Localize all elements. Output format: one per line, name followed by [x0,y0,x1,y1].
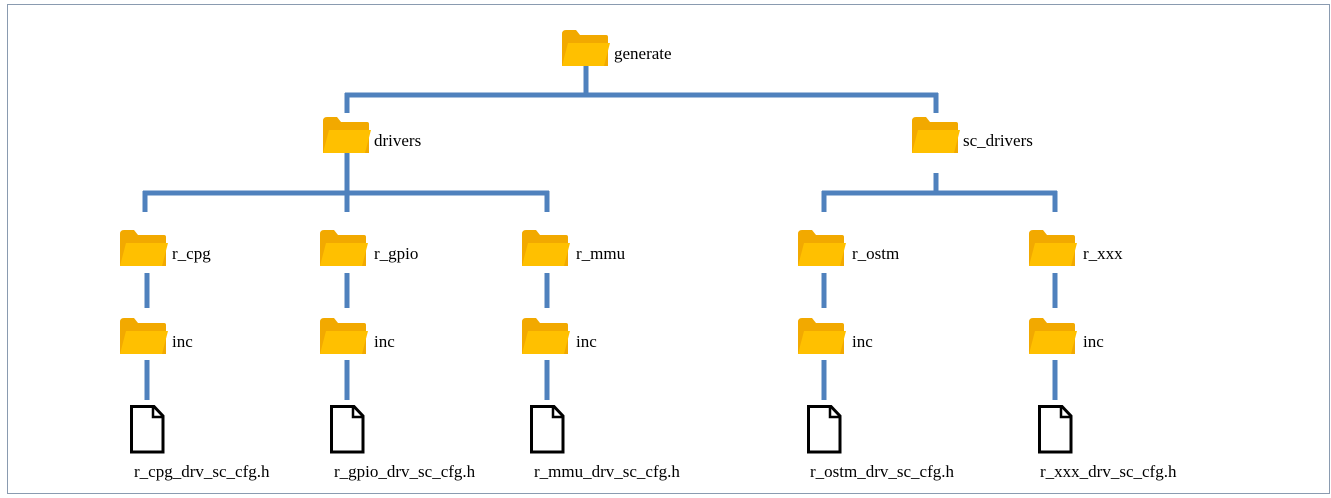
r-xxx-label: r_xxx [1083,244,1123,263]
r-cpg-label: r_cpg [172,244,211,263]
diagram-frame [7,4,1330,494]
sc-drivers-label: sc_drivers [963,131,1033,150]
mmu-inc-label: inc [576,332,597,351]
mmu-file-icon [530,405,565,454]
xxx-file-icon [1038,405,1073,454]
cpg-inc-folder-icon [120,318,168,354]
generate-label: generate [614,44,672,63]
r-ostm-folder-icon [798,230,846,266]
xxx-inc-label: inc [1083,332,1104,351]
r-cpg-folder-icon [120,230,168,266]
mmu-inc-folder-icon [522,318,570,354]
drivers-folder-icon [323,117,371,153]
gpio-file-label: r_gpio_drv_sc_cfg.h [334,462,476,481]
generate-folder-icon [562,30,610,66]
ostm-file-icon [807,405,842,454]
r-mmu-label: r_mmu [576,244,626,263]
connector-lines [142,65,1058,400]
ostm-file-label: r_ostm_drv_sc_cfg.h [810,462,955,481]
r-xxx-folder-icon [1029,230,1077,266]
gpio-inc-label: inc [374,332,395,351]
r-gpio-folder-icon [320,230,368,266]
drivers-label: drivers [374,131,422,150]
cpg-inc-label: inc [172,332,193,351]
gpio-inc-folder-icon [320,318,368,354]
mmu-file-label: r_mmu_drv_sc_cfg.h [534,462,680,481]
ostm-inc-label: inc [852,332,873,351]
r-gpio-label: r_gpio [374,244,419,263]
r-ostm-label: r_ostm [852,244,900,263]
gpio-file-icon [330,405,365,454]
xxx-inc-folder-icon [1029,318,1077,354]
cpg-file-label: r_cpg_drv_sc_cfg.h [134,462,270,481]
ostm-inc-folder-icon [798,318,846,354]
r-mmu-folder-icon [522,230,570,266]
sc-drivers-folder-icon [912,117,960,153]
xxx-file-label: r_xxx_drv_sc_cfg.h [1040,462,1177,481]
cpg-file-icon [130,405,165,454]
